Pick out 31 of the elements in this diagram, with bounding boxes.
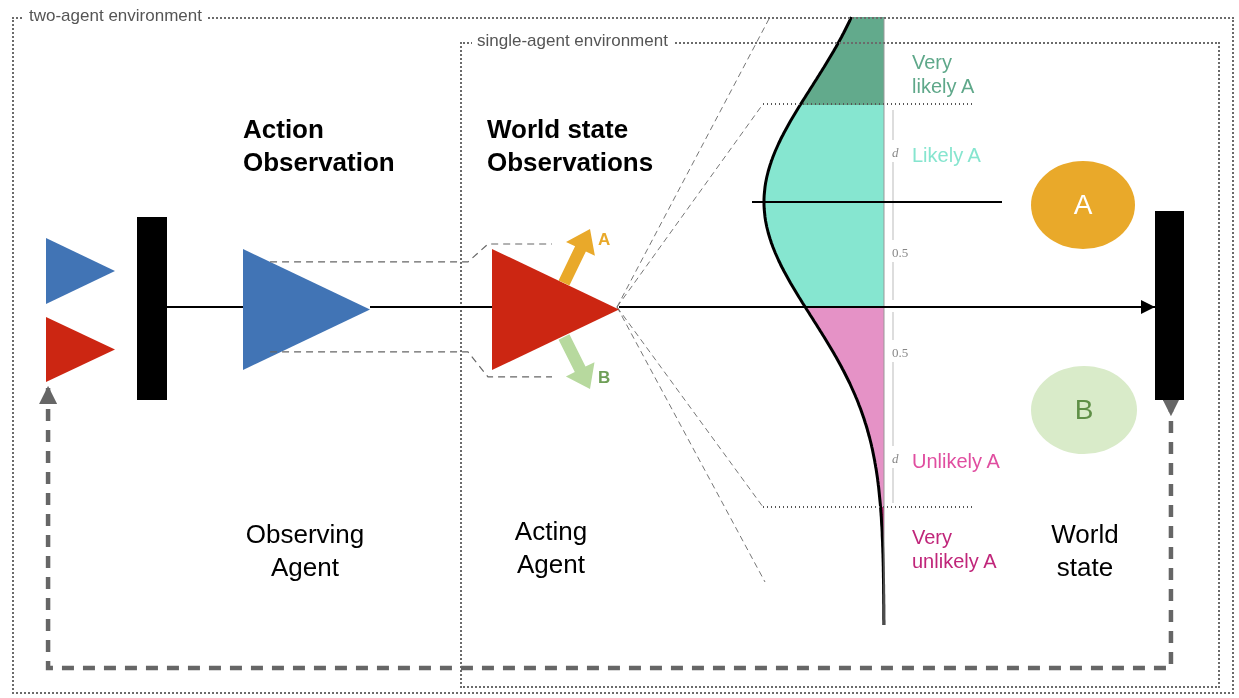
outcome-circle: B	[1031, 366, 1137, 454]
vertical-bar	[137, 217, 167, 400]
outcome-circle: A	[1031, 161, 1135, 249]
agent-caption: Acting Agent	[513, 515, 589, 581]
state-caption: World state	[1050, 518, 1120, 584]
arrow-letter: A	[598, 230, 611, 250]
axis-annotation: 0.5	[892, 244, 910, 261]
arrow	[618, 300, 1156, 314]
agent-triangle	[492, 249, 619, 370]
axis-annotation: d	[892, 144, 900, 161]
dashed-line	[269, 243, 553, 263]
axis-annotation: d	[892, 450, 900, 467]
connector-line	[369, 305, 493, 308]
arrow-letter: B	[598, 368, 611, 388]
axis-annotation: 0.5	[892, 344, 910, 361]
dashed-line	[269, 351, 553, 378]
heading-text: Action Observation	[243, 113, 396, 179]
agent-triangle	[243, 249, 370, 370]
band-label: Likely A	[912, 143, 982, 167]
band-label: Unlikely A	[912, 449, 1001, 473]
dashed-arrow	[39, 385, 1180, 671]
triangle-icon	[46, 317, 115, 382]
region-title: two-agent environment	[24, 6, 207, 26]
agent-caption: Observing Agent	[244, 518, 366, 584]
region-title: single-agent environment	[472, 31, 673, 51]
triangle-icon	[46, 238, 115, 304]
band-label: Very likely A	[912, 50, 976, 98]
connector-line	[166, 305, 244, 309]
band-label: Very unlikely A	[912, 525, 998, 573]
heading-text: World state Observations	[487, 113, 655, 179]
vertical-bar	[1155, 211, 1184, 400]
